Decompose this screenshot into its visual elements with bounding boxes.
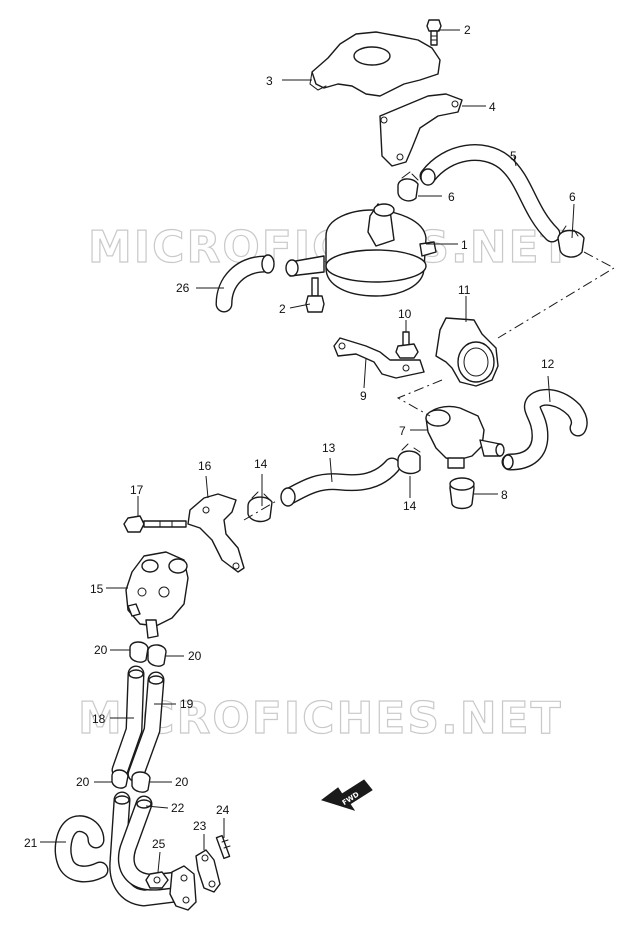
part-14-clamp-right[interactable] bbox=[397, 443, 421, 475]
callout-16: 16 bbox=[198, 459, 212, 473]
part-20-clamp-lower-right[interactable] bbox=[131, 771, 151, 793]
part-10-bolt[interactable] bbox=[395, 331, 419, 359]
callout-20-lower-right: 20 bbox=[175, 775, 189, 789]
part-1-reed-valve[interactable] bbox=[285, 203, 437, 297]
callout-17: 17 bbox=[130, 483, 144, 497]
part-22-pipe[interactable] bbox=[109, 791, 185, 907]
part-21-pipe[interactable] bbox=[54, 815, 109, 883]
callout-2-lower: 2 bbox=[279, 302, 286, 316]
part-7-valve[interactable] bbox=[425, 405, 505, 469]
part-25-nut[interactable] bbox=[145, 871, 169, 889]
callout-12: 12 bbox=[541, 357, 555, 371]
callout-5: 5 bbox=[510, 149, 517, 163]
part-2-bolt-lower[interactable] bbox=[305, 277, 325, 313]
part-6-clamp-left[interactable] bbox=[397, 171, 419, 202]
part-15-valve-body[interactable] bbox=[125, 551, 189, 639]
callout-15: 15 bbox=[90, 582, 104, 596]
part-20-clamp-lower-left[interactable] bbox=[111, 769, 129, 789]
callout-25: 25 bbox=[152, 837, 166, 851]
part-11-holder[interactable] bbox=[435, 317, 499, 387]
callout-13: 13 bbox=[322, 441, 336, 455]
callout-18: 18 bbox=[92, 712, 106, 726]
callout-20-upper-left: 20 bbox=[94, 643, 108, 657]
callout-14-left: 14 bbox=[254, 457, 268, 471]
part-9-bracket[interactable] bbox=[333, 337, 425, 379]
callout-22: 22 bbox=[171, 801, 185, 815]
callout-3: 3 bbox=[266, 74, 273, 88]
part-12-hose[interactable] bbox=[501, 388, 588, 471]
leader-lines bbox=[40, 29, 616, 873]
callout-11: 11 bbox=[458, 283, 471, 297]
part-3-bracket-plate[interactable] bbox=[309, 31, 441, 97]
callout-20-upper-right: 20 bbox=[188, 649, 202, 663]
callout-20-lower-left: 20 bbox=[76, 775, 90, 789]
callout-6-left: 6 bbox=[448, 190, 455, 204]
part-4-bracket[interactable] bbox=[379, 93, 463, 167]
part-23-gasket[interactable] bbox=[195, 849, 221, 893]
callout-26: 26 bbox=[176, 281, 190, 295]
part-8-cap[interactable] bbox=[449, 477, 475, 510]
part-26-elbow-hose[interactable] bbox=[215, 254, 275, 313]
part-24-stud[interactable] bbox=[215, 834, 231, 860]
part-16-bracket[interactable] bbox=[187, 493, 245, 573]
callout-8: 8 bbox=[501, 488, 508, 502]
callout-2-top: 2 bbox=[464, 23, 471, 37]
callout-21: 21 bbox=[24, 836, 38, 850]
callout-23: 23 bbox=[193, 819, 207, 833]
part-20-clamp-upper-right[interactable] bbox=[147, 644, 167, 667]
part-5-hose[interactable] bbox=[419, 144, 561, 243]
part-19-hose[interactable] bbox=[127, 671, 165, 783]
part-2-bolt-top[interactable] bbox=[426, 19, 442, 46]
callout-4: 4 bbox=[489, 100, 496, 114]
callout-7: 7 bbox=[399, 424, 406, 438]
part-17-bolt[interactable] bbox=[123, 515, 187, 533]
part-14-clamp-left[interactable] bbox=[247, 491, 273, 523]
callout-1: 1 bbox=[461, 238, 468, 252]
callout-6-right: 6 bbox=[569, 190, 576, 204]
fwd-arrow: FWD bbox=[320, 779, 373, 811]
flange-plate bbox=[169, 865, 197, 911]
callout-10: 10 bbox=[398, 307, 412, 321]
part-13-hose[interactable] bbox=[280, 457, 401, 507]
callout-19: 19 bbox=[180, 697, 194, 711]
callout-24: 24 bbox=[216, 803, 230, 817]
part-6-clamp-right[interactable] bbox=[557, 225, 585, 258]
part-18-hose[interactable] bbox=[111, 665, 145, 779]
callout-14-right: 14 bbox=[403, 499, 417, 513]
callout-9: 9 bbox=[360, 389, 367, 403]
callout-labels: 2 3 4 5 6 6 1 26 2 11 10 12 9 7 13 16 14… bbox=[24, 23, 576, 851]
part-20-clamp-upper-left[interactable] bbox=[129, 641, 149, 663]
